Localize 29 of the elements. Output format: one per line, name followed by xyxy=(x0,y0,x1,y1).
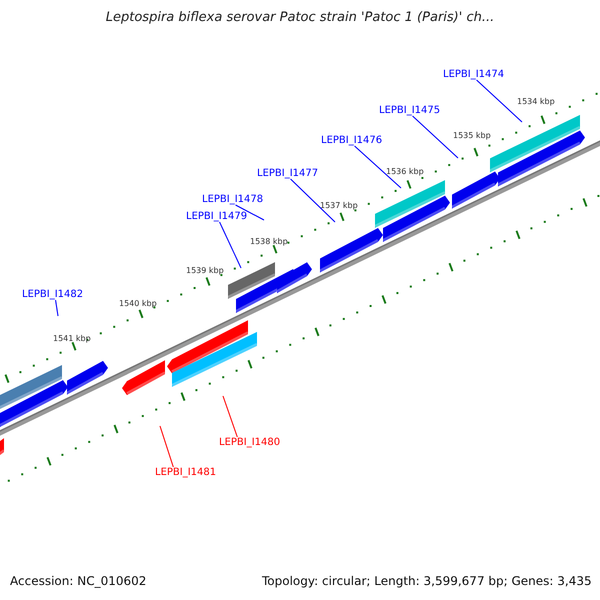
title: Leptospira biflexa serovar Patoc strain 'Patoc 1 (Paris)' ch... xyxy=(104,10,496,25)
scale-label: 1537 kbp xyxy=(320,201,358,210)
gene-label: LEPBI_I1477 xyxy=(257,168,318,179)
scale-label: 1534 kbp xyxy=(517,97,555,106)
gene-label: LEPBI_I1475 xyxy=(379,105,440,116)
scale-label: 1539 kbp xyxy=(186,266,224,275)
gene-label: LEPBI_I1480 xyxy=(219,437,280,448)
leader-line xyxy=(235,204,264,220)
leader-line xyxy=(55,300,58,316)
scale-label: 1541 kbp xyxy=(53,334,91,343)
leader-line xyxy=(290,178,336,222)
gene-label: LEPBI_I1474 xyxy=(443,69,504,80)
scale-label: 1540 kbp xyxy=(119,299,157,308)
gene-label: LEPBI_I1481 xyxy=(155,467,216,478)
gene-label: LEPBI_I1479 xyxy=(186,211,248,222)
leader-line xyxy=(354,146,402,188)
leader-line xyxy=(219,222,242,268)
leader-line xyxy=(412,116,458,158)
scale-label: 1535 kbp xyxy=(453,131,491,140)
footer-text: Accession: NC_010602 xyxy=(10,574,146,588)
scale-label: 1536 kbp xyxy=(386,167,424,176)
footer-text: Topology: circular; Length: 3,599,677 bp; Genes: 3,435 xyxy=(262,574,592,588)
gene-label: LEPBI_I1478 xyxy=(202,194,264,205)
gene-label: LEPBI_I1482 xyxy=(22,289,84,300)
leader-line xyxy=(476,80,522,122)
gene-label: LEPBI_I1476 xyxy=(321,135,382,146)
scale-label: 1538 kbp xyxy=(250,237,288,246)
leader-line xyxy=(222,396,238,438)
leader-line xyxy=(160,426,174,468)
